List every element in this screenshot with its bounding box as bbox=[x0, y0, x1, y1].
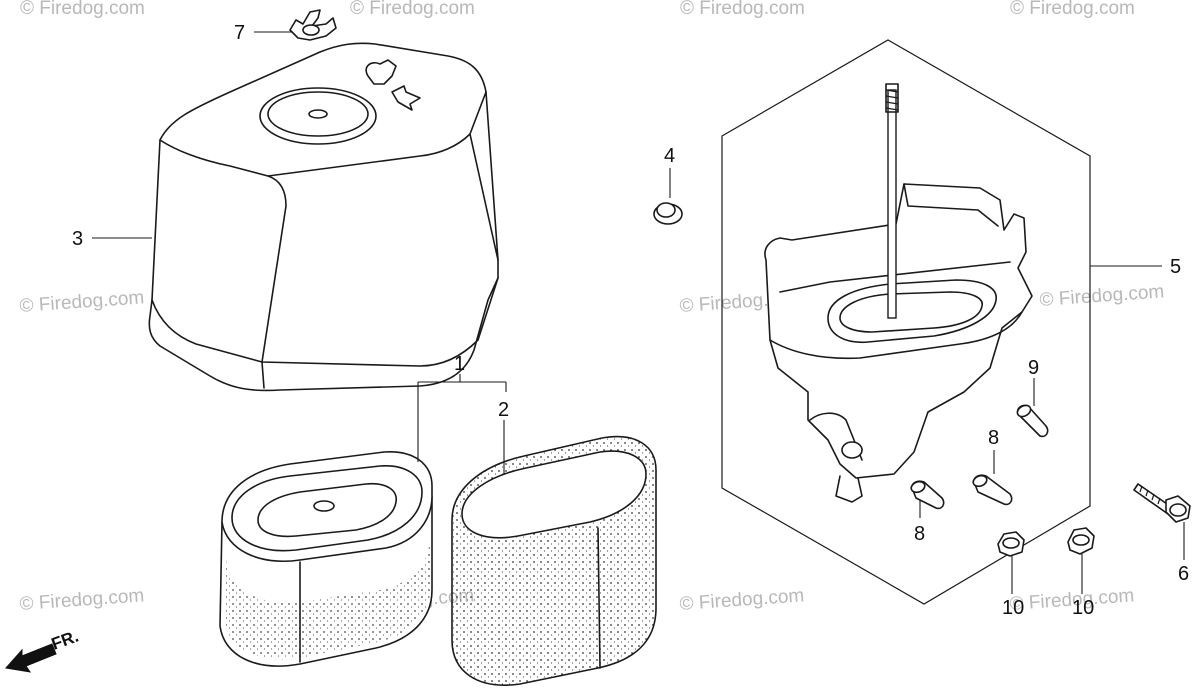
callout-4: 4 bbox=[664, 145, 675, 167]
callout-9: 9 bbox=[1028, 357, 1039, 379]
watermark: © Firedog.com bbox=[680, 0, 805, 19]
callout-2: 2 bbox=[498, 399, 509, 421]
air-cleaner-case-icon bbox=[721, 39, 1091, 605]
watermark: © Firedog.com bbox=[20, 0, 145, 19]
watermark: © Firedog.com bbox=[1010, 0, 1135, 19]
collar-icon bbox=[1016, 404, 1049, 438]
wing-nut-icon bbox=[289, 9, 337, 41]
foam-pre-filter-icon bbox=[451, 435, 657, 686]
watermark: © Firedog.com bbox=[1039, 281, 1165, 311]
grommet-icon bbox=[653, 202, 683, 225]
arrow-icon bbox=[5, 643, 57, 673]
callout-10-right: 10 bbox=[1072, 597, 1094, 619]
leader-lines bbox=[92, 31, 1185, 594]
callout-6: 6 bbox=[1178, 563, 1189, 585]
callout-7: 7 bbox=[234, 22, 245, 44]
callout-10-left: 10 bbox=[1002, 597, 1024, 619]
collar-icon bbox=[910, 480, 945, 510]
callout-3: 3 bbox=[72, 228, 83, 250]
air-cleaner-element-icon bbox=[219, 451, 433, 667]
air-cleaner-cover-icon bbox=[148, 42, 499, 392]
callout-8-lower: 8 bbox=[914, 523, 925, 545]
watermark: © Firedog.com bbox=[679, 585, 805, 615]
watermark: © Firedog.com bbox=[19, 585, 145, 615]
callout-8-upper: 8 bbox=[988, 427, 999, 449]
collar-icon bbox=[972, 474, 1013, 506]
flange-bolt-icon bbox=[1133, 483, 1191, 523]
flange-nut-icon bbox=[997, 531, 1025, 557]
front-label: FR. bbox=[49, 627, 81, 654]
callout-5: 5 bbox=[1170, 256, 1181, 278]
watermark: © Firedog.com bbox=[19, 287, 145, 317]
callout-1: 1 bbox=[454, 353, 465, 375]
flange-nut-icon bbox=[1067, 527, 1095, 555]
front-direction-marker: FR. bbox=[5, 627, 81, 673]
watermark: © Firedog.com bbox=[350, 0, 475, 19]
callouts: 7 3 4 5 1 2 9 8 8 10 10 6 bbox=[72, 22, 1189, 619]
